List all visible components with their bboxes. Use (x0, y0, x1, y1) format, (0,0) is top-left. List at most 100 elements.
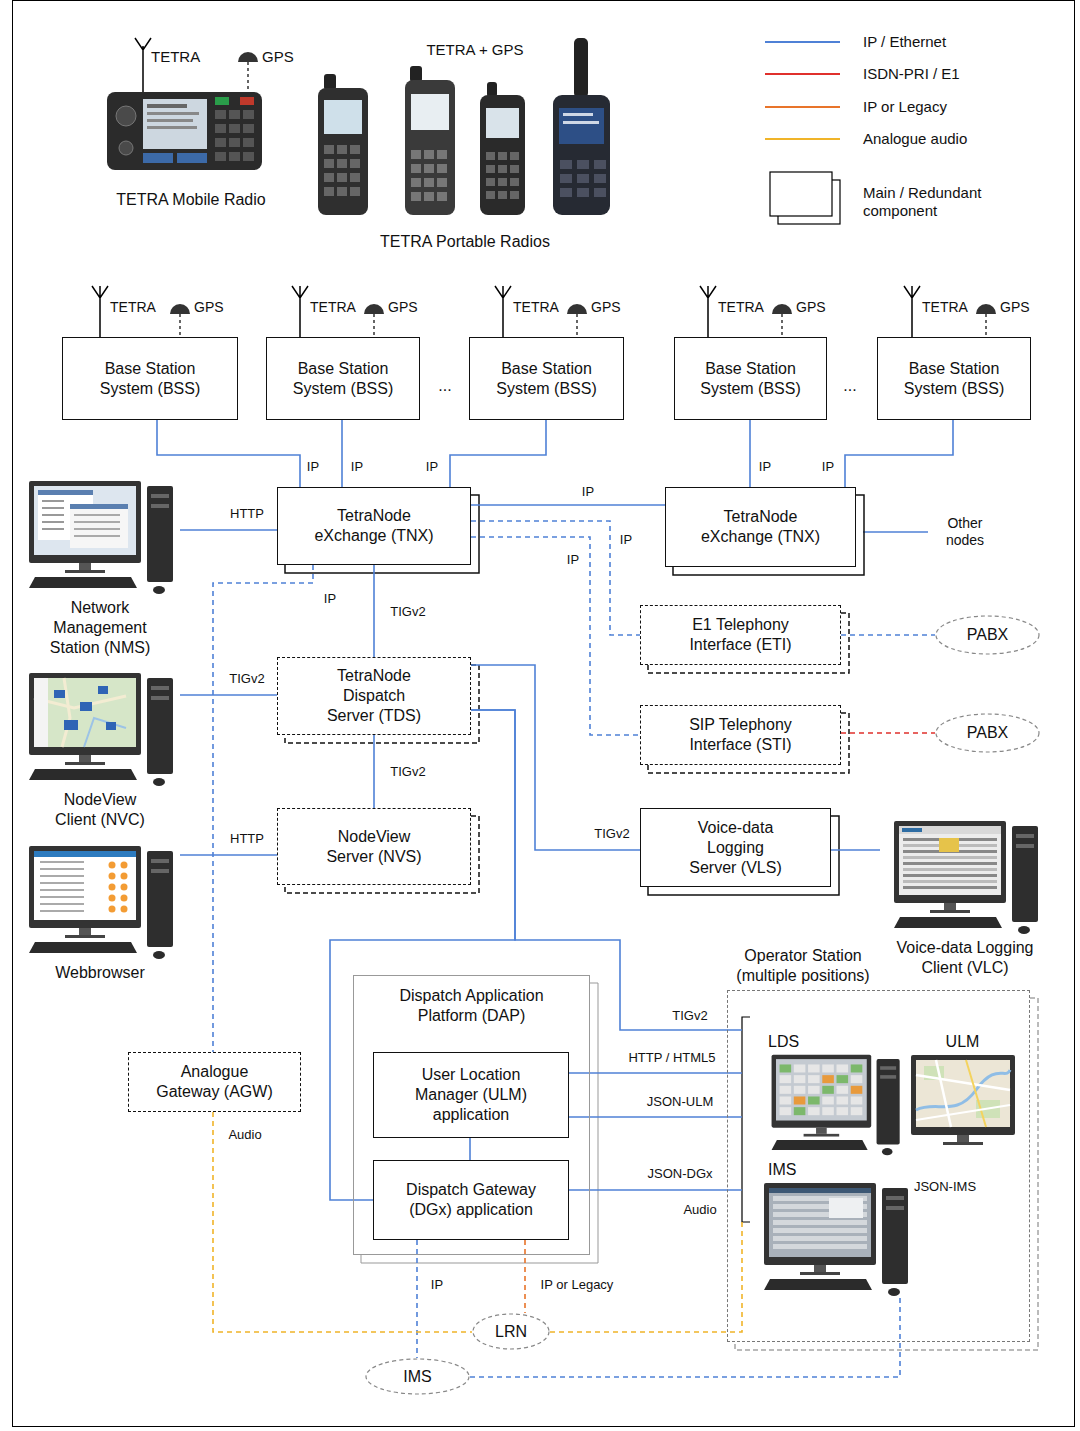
drawing-part (324, 74, 336, 90)
connector-label: IP (580, 484, 596, 500)
node-label: Base Station System (BSS) (283, 359, 403, 399)
drawing-part (42, 521, 64, 523)
drawing-part (916, 1070, 1010, 1110)
drawing-part (34, 851, 136, 857)
part-label: GPS (1000, 299, 1030, 316)
node-label: Voice-data Logging Server (VLS) (686, 818, 785, 878)
drawing-part (437, 164, 447, 173)
node-label: Dispatch Gateway (DGx) application (404, 1180, 538, 1220)
drawing-part (109, 906, 116, 913)
drawing-part (147, 119, 193, 122)
drawing-part (243, 138, 254, 147)
drawing-part (808, 1086, 820, 1094)
system-box: Base Station System (BSS) (469, 337, 624, 420)
part-label: ... (438, 376, 451, 395)
node-label: Dispatch Application Platform (DAP) (387, 986, 557, 1026)
legend-label: Main / Redundant component (863, 184, 1003, 220)
link-line (180, 854, 277, 856)
drawing-part (437, 192, 447, 201)
drawing-part (364, 304, 384, 314)
drawing-part (62, 678, 70, 747)
drawing-part (816, 1128, 827, 1134)
drawing-part (324, 145, 334, 154)
drawing-part (215, 138, 226, 147)
drawing-part (42, 500, 64, 502)
drawing-part (424, 192, 434, 201)
drawing-part (151, 494, 169, 498)
drawing-part (121, 906, 128, 913)
drawing-part (574, 38, 588, 98)
drawing-part (510, 152, 519, 160)
drawing-part (851, 1107, 863, 1115)
heading-holder: Operator Station (multiple positions) (708, 946, 898, 986)
drawing-part (823, 1064, 835, 1072)
drawing-part (79, 928, 91, 935)
network-cloud: PABX (935, 713, 1040, 753)
drawing-part (147, 104, 187, 108)
drawing-part (29, 846, 141, 928)
legend-swatch (765, 41, 840, 43)
system-box: NodeView Server (NVS) (277, 808, 471, 885)
link-line (569, 1072, 742, 1074)
drawing-part (567, 304, 587, 314)
link-line (471, 521, 640, 635)
drawing-part (486, 152, 495, 160)
drawing-part (837, 1075, 849, 1083)
connector-label: HTTP (228, 831, 266, 847)
link-line (841, 732, 935, 734)
drawing-part (794, 1075, 806, 1083)
node-label: NodeView Client (NVC) (48, 790, 153, 830)
drawing-part (106, 722, 116, 730)
drawing-part (851, 1096, 863, 1104)
drawing-part (916, 1075, 1010, 1090)
drawing-part (151, 504, 169, 508)
drawing-part (119, 141, 133, 155)
node-label: PABX (967, 723, 1009, 743)
link-line (524, 1240, 526, 1313)
other-nodes-link (863, 531, 928, 533)
drawing-part (350, 187, 360, 196)
drawing-part (769, 1188, 871, 1257)
drawing-part (153, 586, 165, 594)
link-line (450, 420, 546, 487)
drawing-part (899, 826, 1001, 895)
drawing-part (70, 504, 128, 548)
drawing-part (147, 851, 173, 947)
drawing-part (577, 160, 589, 169)
legend-swatch (765, 138, 840, 140)
drawing-part (560, 188, 572, 197)
station-group: Operator Station (multiple positions)LDS… (727, 990, 1030, 1342)
drawing-part (563, 121, 599, 124)
computer-picture (25, 670, 175, 788)
drawing-part (577, 188, 589, 197)
drawing-part (40, 882, 84, 884)
node-label: LDS (760, 1032, 799, 1052)
drawing-part (215, 97, 229, 105)
drawing-part (411, 150, 421, 159)
drawing-part (424, 178, 434, 187)
drawing-part (292, 286, 308, 337)
node-label: ULM (946, 1032, 980, 1052)
workstation: LDS (760, 1032, 910, 1157)
part-label: TETRA (110, 299, 156, 316)
drawing-part (894, 821, 1006, 903)
drawing-part (487, 82, 497, 97)
drawing-part (770, 172, 832, 216)
connector-label: IP (349, 459, 365, 475)
drawing-part (776, 1059, 867, 1120)
drawing-part (38, 490, 93, 495)
heading-holder: Dispatch Application Platform (DAP) (354, 986, 589, 1026)
connector-label: IP (820, 459, 836, 475)
workstation: IMS (760, 1160, 910, 1298)
node-label: NodeView Server (NVS) (319, 827, 429, 867)
drawing-part (337, 187, 347, 196)
drawing-part (823, 1075, 835, 1083)
drawing-part (985, 314, 986, 337)
drawing-part (151, 686, 169, 690)
node-label: Base Station System (BSS) (894, 359, 1014, 399)
drawing-part (147, 126, 197, 129)
node-label: SIP Telephony Interface (STI) (676, 715, 805, 755)
legend-label: IP or Legacy (863, 98, 947, 116)
